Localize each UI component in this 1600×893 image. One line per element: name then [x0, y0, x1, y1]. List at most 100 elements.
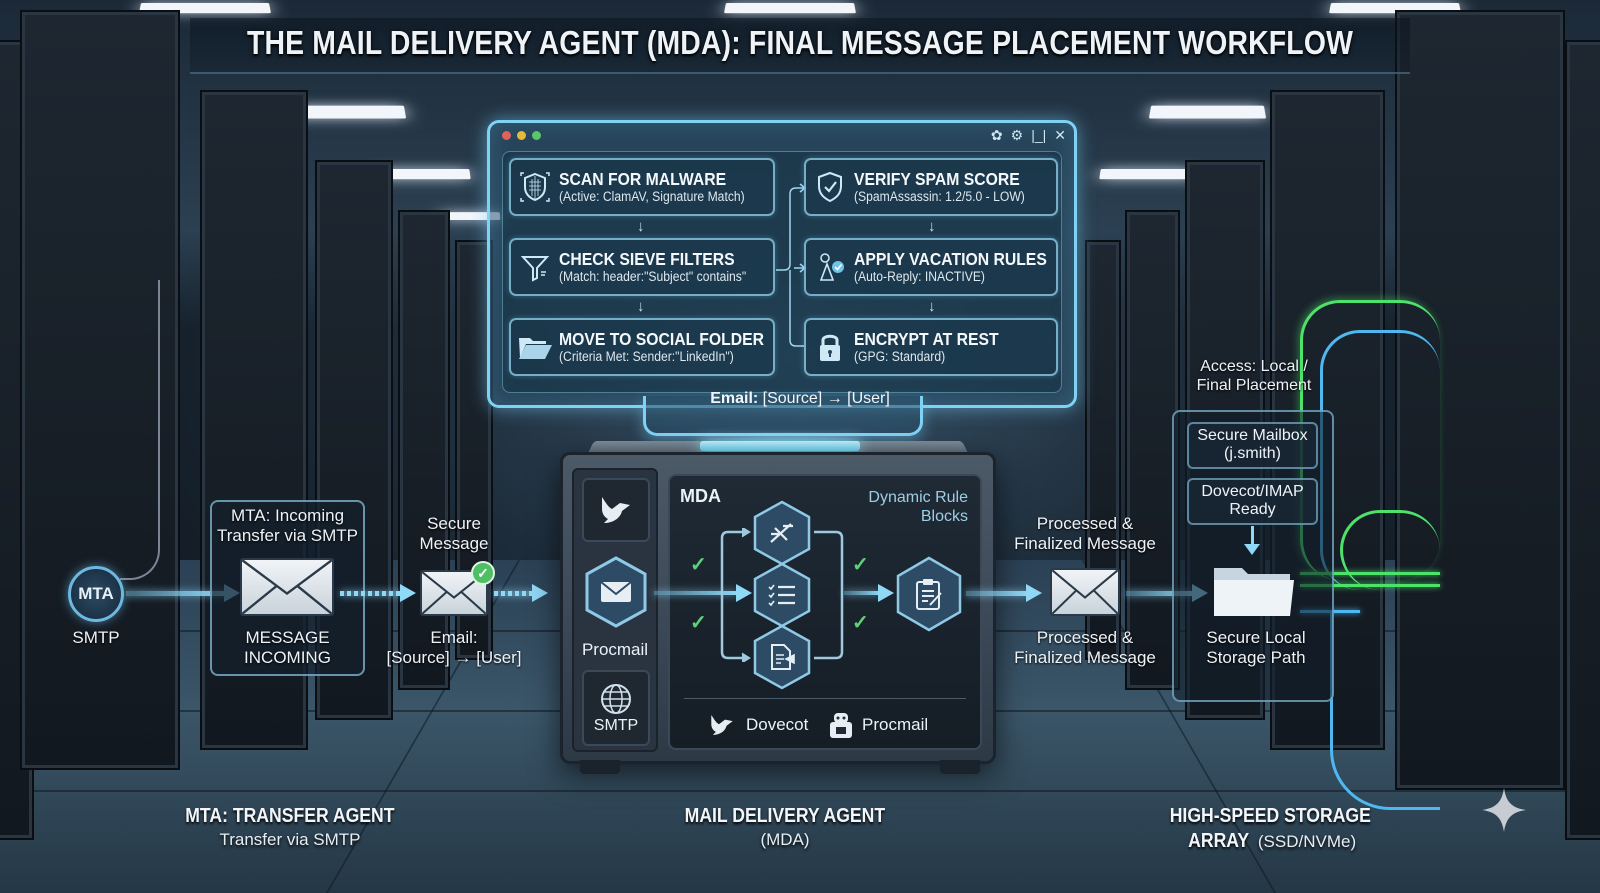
step-move-social[interactable]: MOVE TO SOCIAL FOLDER (Criteria Met: Sen…: [509, 318, 775, 376]
section-storage-title-2: ARRAY: [1188, 829, 1249, 854]
secure-message-label: SecureMessage: [404, 514, 504, 555]
shield-check-icon: [806, 163, 854, 211]
document-edit-icon: [768, 643, 796, 671]
ceiling-light: [724, 3, 856, 13]
footer-label: Email:: [710, 390, 758, 407]
tools-icon: [767, 520, 797, 546]
envelope-icon: [600, 581, 632, 603]
section-mda-sub: (MDA): [640, 829, 930, 850]
minimize-icon[interactable]: |_|: [1031, 127, 1046, 144]
server-rack: [398, 210, 450, 690]
dovecot-label: Dovecot: [746, 715, 808, 735]
step-encrypt-rest[interactable]: ENCRYPT AT REST (GPG: Standard): [804, 318, 1058, 376]
dove-icon: [596, 493, 636, 527]
divider: [684, 698, 966, 699]
mda-screen-subtitle: Dynamic RuleBlocks: [868, 488, 968, 526]
check-icon: ✓: [852, 610, 869, 635]
step-title: APPLY VACATION RULES: [854, 249, 1047, 269]
email-route-label: Email:[Source] → [User]: [384, 628, 524, 669]
shield-scan-icon: [511, 163, 559, 211]
close-icon[interactable]: ✕: [1054, 127, 1066, 144]
section-storage: HIGH-SPEED STORAGE ARRAY (SSD/NVMe): [1150, 804, 1390, 854]
folder-icon[interactable]: [1212, 562, 1296, 618]
mta-node[interactable]: MTA: [68, 566, 124, 622]
processed-label-bottom: Processed &Finalized Message: [1005, 628, 1165, 669]
check-icon: ✓: [852, 552, 869, 577]
mta-box-title: MTA: IncomingTransfer via SMTP: [210, 506, 365, 547]
section-mda: MAIL DELIVERY AGENT (MDA): [640, 804, 930, 850]
step-detail: (Auto-Reply: INACTIVE): [854, 269, 1047, 285]
flow-arrow: [966, 591, 1028, 596]
procmail-footer-label: Procmail: [862, 715, 928, 735]
output-block-clipboard[interactable]: [895, 556, 963, 632]
server-slot-glow: [700, 441, 860, 451]
procmail-label: Procmail: [574, 640, 656, 660]
gear-icon[interactable]: ⚙: [1011, 127, 1024, 144]
checklist-icon: [767, 582, 797, 608]
rule-block-checklist[interactable]: [752, 562, 812, 628]
mta-box-caption: MESSAGEINCOMING: [210, 628, 365, 669]
maximize-dot[interactable]: [532, 131, 541, 140]
section-storage-title: HIGH-SPEED STORAGE: [1169, 804, 1370, 829]
step-title: ENCRYPT AT REST: [854, 329, 999, 349]
funnel-icon: [511, 243, 559, 291]
arrow-down-icon: ↓: [637, 298, 645, 315]
ceiling-light: [1149, 106, 1266, 119]
mta-node-label: MTA: [78, 584, 114, 604]
footer-route: [Source] → [User]: [758, 390, 890, 407]
rule-block-tools[interactable]: [752, 500, 812, 566]
rule-block-document[interactable]: [752, 624, 812, 690]
step-title: MOVE TO SOCIAL FOLDER: [559, 329, 764, 349]
dovecot-imap-status[interactable]: Dovecot/IMAPReady: [1187, 478, 1318, 525]
clipboard-edit-icon: [914, 577, 944, 611]
dove-icon: [706, 712, 738, 738]
step-scan-malware[interactable]: SCAN FOR MALWARE (Active: ClamAV, Signat…: [509, 158, 775, 216]
flow-arrow: [844, 591, 880, 595]
secure-mailbox[interactable]: Secure Mailbox(j.smith): [1187, 422, 1318, 469]
merge-connector: [812, 528, 848, 662]
flow-arrow: [340, 591, 402, 596]
mta-node-caption: SMTP: [60, 628, 132, 648]
section-mta: MTA: TRANSFER AGENT Transfer via SMTP: [150, 804, 430, 850]
section-mta-title: MTA: TRANSFER AGENT: [185, 804, 394, 829]
step-title: SCAN FOR MALWARE: [559, 169, 745, 189]
step-verify-spam[interactable]: VERIFY SPAM SCORE (SpamAssassin: 1.2/5.0…: [804, 158, 1058, 216]
step-title: VERIFY SPAM SCORE: [854, 169, 1025, 189]
arrow-down-icon: ↓: [637, 218, 645, 235]
smtp-label: SMTP: [594, 717, 638, 735]
section-storage-sub: (SSD/NVMe): [1253, 832, 1356, 851]
step-detail: (Criteria Met: Sender:"LinkedIn"): [559, 349, 764, 365]
page-title: THE MAIL DELIVERY AGENT (MDA): FINAL MES…: [112, 24, 1488, 62]
vacation-icon: [806, 243, 854, 291]
step-check-sieve[interactable]: CHECK SIEVE FILTERS (Match: header:"Subj…: [509, 238, 775, 296]
dove-tile[interactable]: [582, 478, 650, 542]
step-detail: (Active: ClamAV, Signature Match): [559, 189, 745, 205]
footer-dovecot: Dovecot: [706, 712, 808, 738]
storage-path-label: Secure LocalStorage Path: [1176, 628, 1336, 669]
minimize-dot[interactable]: [517, 131, 526, 140]
check-icon: ✓: [690, 552, 707, 577]
ceiling-light: [1099, 169, 1195, 179]
section-mta-sub: Transfer via SMTP: [150, 829, 430, 850]
footer-procmail: Procmail: [828, 710, 928, 740]
window-dots: [502, 131, 541, 140]
folder-open-icon: [511, 323, 559, 371]
step-vacation-rules[interactable]: APPLY VACATION RULES (Auto-Reply: INACTI…: [804, 238, 1058, 296]
step-detail: (SpamAssassin: 1.2/5.0 - LOW): [854, 189, 1025, 205]
smtp-tile[interactable]: SMTP: [582, 670, 650, 746]
mda-side-column: Procmail SMTP: [572, 468, 658, 752]
step-title: CHECK SIEVE FILTERS: [559, 249, 746, 269]
puzzle-icon[interactable]: ✿: [991, 127, 1003, 144]
step-detail: (GPG: Standard): [854, 349, 999, 365]
close-dot[interactable]: [502, 131, 511, 140]
globe-icon: [598, 681, 634, 717]
window-controls: ✿ ⚙ |_| ✕: [991, 127, 1066, 144]
robot-icon: [828, 710, 854, 740]
rule-panel-footer: Email: [Source] → [User]: [710, 390, 890, 408]
branch-connector: [716, 528, 756, 662]
envelope-icon: [240, 558, 334, 616]
flow-arrow: [494, 591, 534, 596]
envelope-hex[interactable]: [584, 556, 648, 628]
mda-screen-title: MDA: [680, 486, 721, 507]
processed-envelope-icon: [1050, 568, 1120, 616]
